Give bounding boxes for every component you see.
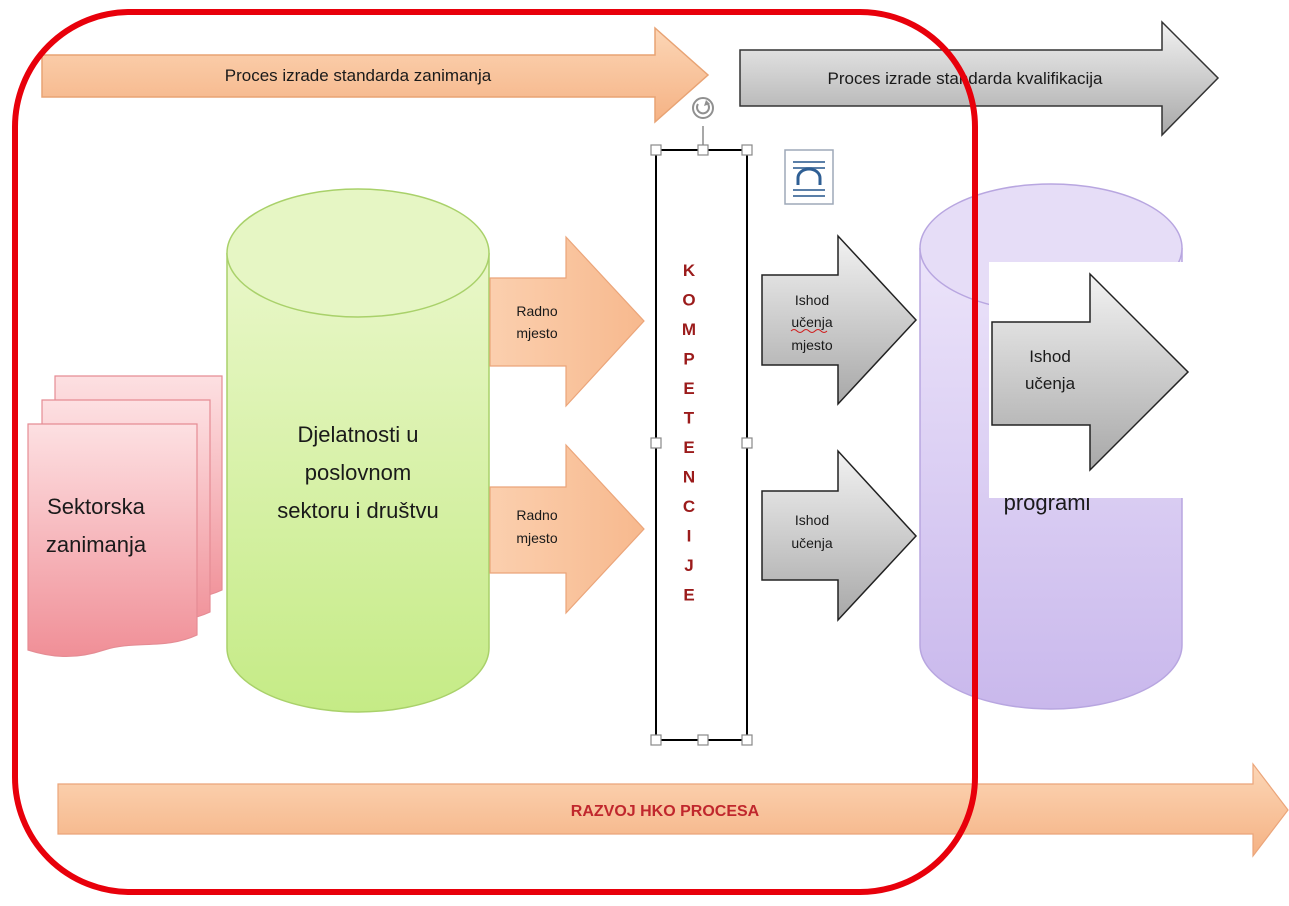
kompetencije-letter: P xyxy=(683,350,694,369)
djelatnosti-line1: Djelatnosti u xyxy=(297,422,418,447)
kompetencije-letter: K xyxy=(683,261,696,280)
radno-lower-line2: mjesto xyxy=(516,530,557,546)
layout-options-icon[interactable] xyxy=(784,149,834,205)
ishod-ucenja-arrow-upper: Ishod učenja mjesto xyxy=(761,234,918,406)
djelatnosti-line3: sektoru i društvu xyxy=(277,498,438,523)
kompetencije-letter: M xyxy=(682,320,696,339)
sektorska-zanimanja-documents: Sektorska zanimanja xyxy=(27,375,223,658)
ishod-lower-line1: Ishod xyxy=(795,512,829,528)
kompetencije-letter: E xyxy=(683,438,694,457)
top-left-arrow-label: Proces izrade standarda zanimanja xyxy=(225,66,492,85)
ishod-upper-line3: mjesto xyxy=(791,337,832,353)
resize-handle-right[interactable] xyxy=(741,437,753,449)
kompetencije-letter: J xyxy=(684,556,693,575)
ishod-upper-line1: Ishod xyxy=(795,292,829,308)
resize-handle-top-right[interactable] xyxy=(741,144,753,156)
resize-handle-bottom-left[interactable] xyxy=(650,734,662,746)
resize-handle-top[interactable] xyxy=(697,144,709,156)
resize-handle-left[interactable] xyxy=(650,437,662,449)
ishod-ucenja-arrow-lower: Ishod učenja xyxy=(761,449,918,622)
kompetencije-letter: C xyxy=(683,497,695,516)
djelatnosti-cylinder: Djelatnosti u poslovnom sektoru i društv… xyxy=(226,188,490,713)
top-right-process-arrow: Proces izrade standarda kvalifikacija xyxy=(739,20,1220,137)
top-left-process-arrow: Proces izrade standarda zanimanja xyxy=(41,26,710,124)
radno-mjesto-arrow-upper: Radno mjesto xyxy=(489,235,645,408)
selection-handles[interactable] xyxy=(650,97,753,746)
sektorska-line1: Sektorska xyxy=(47,494,146,519)
radno-upper-line2: mjesto xyxy=(516,325,557,341)
sektorska-line2: zanimanja xyxy=(46,532,147,557)
kompetencije-letter: N xyxy=(683,468,695,487)
radno-lower-line1: Radno xyxy=(516,507,557,523)
djelatnosti-line2: poslovnom xyxy=(305,460,411,485)
ishod-overlay-line2: učenja xyxy=(1025,374,1076,393)
ishod-lower-line2: učenja xyxy=(791,535,832,551)
kompetencije-letter: E xyxy=(683,379,694,398)
radno-mjesto-arrow-lower: Radno mjesto xyxy=(489,443,645,615)
spellcheck-underline xyxy=(790,329,828,333)
resize-handle-top-left[interactable] xyxy=(650,144,662,156)
ishod-overlay-line1: Ishod xyxy=(1029,347,1071,366)
kompetencije-letter: I xyxy=(687,527,692,546)
ishod-ucenja-overlay-image: Ishod učenja xyxy=(989,262,1191,498)
razvoj-hko-procesa-arrow: RAZVOJ HKO PROCESA xyxy=(57,762,1289,858)
kompetencije-letter: T xyxy=(684,409,695,428)
ishod-upper-line2: učenja xyxy=(791,314,832,330)
kompetencije-letter: O xyxy=(682,291,695,310)
kompetencije-letter: E xyxy=(683,586,694,605)
resize-handle-bottom-right[interactable] xyxy=(741,734,753,746)
razvoj-label: RAZVOJ HKO PROCESA xyxy=(571,803,760,820)
rotate-handle-icon[interactable] xyxy=(692,97,714,119)
radno-upper-line1: Radno xyxy=(516,303,557,319)
highlight-frame xyxy=(12,9,978,895)
resize-handle-bottom[interactable] xyxy=(697,734,709,746)
